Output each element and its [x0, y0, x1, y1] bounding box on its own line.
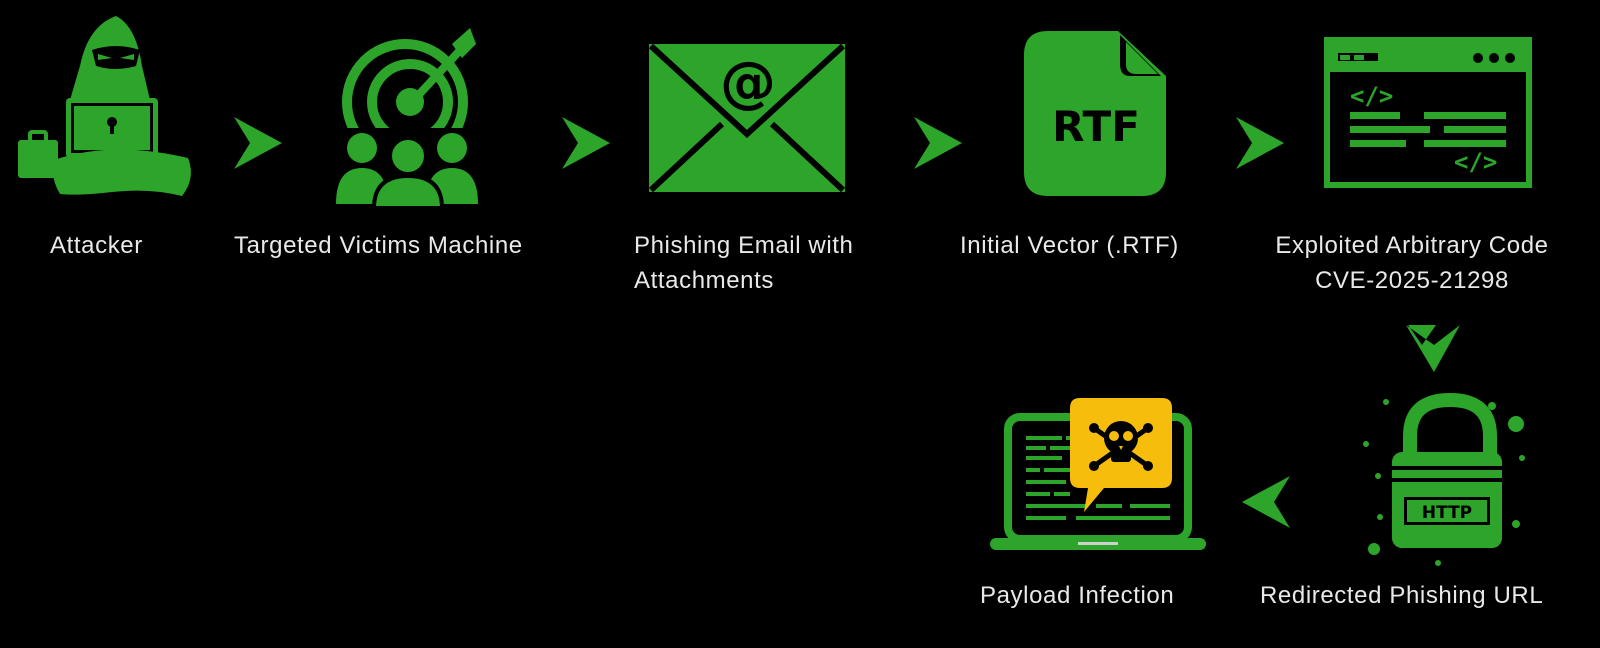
step-label-attacker: Attacker — [50, 232, 143, 259]
step-label-payload-infection: Payload Infection — [980, 582, 1175, 609]
http-icon-text: HTTP — [1422, 503, 1472, 523]
step-label-phishing-email-line2: Attachments — [634, 267, 774, 294]
step-label-exploited-code-line1: Exploited Arbitrary Code — [1275, 232, 1549, 259]
hooded-hacker-laptop-icon — [18, 16, 191, 196]
step-label-initial-vector: Initial Vector (.RTF) — [960, 232, 1179, 259]
skull-crossbones-icon — [1089, 421, 1153, 471]
arrow-right-icon — [562, 117, 610, 169]
svg-text:@: @ — [720, 50, 776, 115]
rtf-icon-text: RTF — [1052, 102, 1140, 151]
step-label-phishing-email-line1: Phishing Email with — [634, 232, 854, 259]
step-label-exploited-code-line2: CVE-2025-21298 — [1315, 267, 1509, 294]
target-with-people-icon — [332, 28, 482, 210]
arrow-right-icon — [914, 117, 962, 169]
rtf-file-icon: RTF — [1024, 31, 1166, 196]
email-envelope-at-icon: @ — [648, 43, 846, 193]
arrow-right-icon — [1236, 117, 1284, 169]
step-label-victims: Targeted Victims Machine — [234, 232, 523, 259]
arrow-right-icon — [234, 117, 282, 169]
arrow-left-icon — [1242, 476, 1290, 528]
infected-laptop-skull-icon — [990, 398, 1206, 550]
step-label-redirected-url: Redirected Phishing URL — [1260, 582, 1544, 609]
svg-text:</>: </> — [1454, 148, 1497, 176]
http-padlock-icon: HTTP — [1363, 392, 1525, 566]
arrow-down-icon — [1406, 325, 1460, 372]
svg-text:</>: </> — [1350, 82, 1393, 110]
browser-code-window-icon: </> </> — [1324, 37, 1532, 188]
